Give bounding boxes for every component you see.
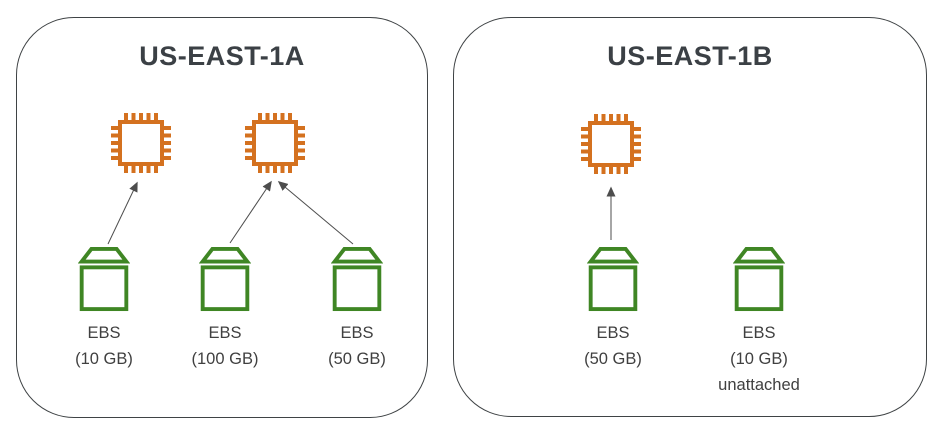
ebs-name: EBS (596, 324, 630, 342)
ebs-name: EBS (208, 324, 242, 342)
ec2-instance-icon (581, 114, 641, 174)
availability-zone-us-east-1b: US-EAST-1B EBS (50 GB) EBS (10 G (453, 17, 927, 417)
ebs-size: (100 GB) (191, 350, 259, 368)
ebs-name: EBS (87, 324, 121, 342)
ebs-volume-label: EBS (10 GB) unattached (689, 320, 829, 398)
ebs-name: EBS (340, 324, 374, 342)
ebs-size: (10 GB) (730, 350, 788, 368)
ebs-size: (50 GB) (328, 350, 386, 368)
availability-zone-us-east-1a: US-EAST-1A EBS (10 GB) (16, 17, 428, 418)
ebs-volume-icon (587, 246, 639, 312)
ec2-instance-icon (111, 113, 171, 173)
ebs-volume-icon (733, 246, 785, 312)
ebs-name: EBS (742, 324, 776, 342)
ebs-volume-icon (199, 246, 251, 312)
ebs-volume-label: EBS (100 GB) (155, 320, 295, 372)
ebs-note: unattached (718, 376, 800, 394)
ebs-volume-icon (78, 246, 130, 312)
ebs-volume-label: EBS (50 GB) (543, 320, 683, 372)
ebs-volume-label: EBS (50 GB) (287, 320, 427, 372)
ebs-size: (10 GB) (75, 350, 133, 368)
ebs-volume-label: EBS (10 GB) (34, 320, 174, 372)
zone-title: US-EAST-1A (139, 41, 305, 71)
ec2-instance-icon (245, 113, 305, 173)
ebs-size: (50 GB) (584, 350, 642, 368)
zone-title: US-EAST-1B (607, 41, 773, 71)
ebs-volume-icon (331, 246, 383, 312)
